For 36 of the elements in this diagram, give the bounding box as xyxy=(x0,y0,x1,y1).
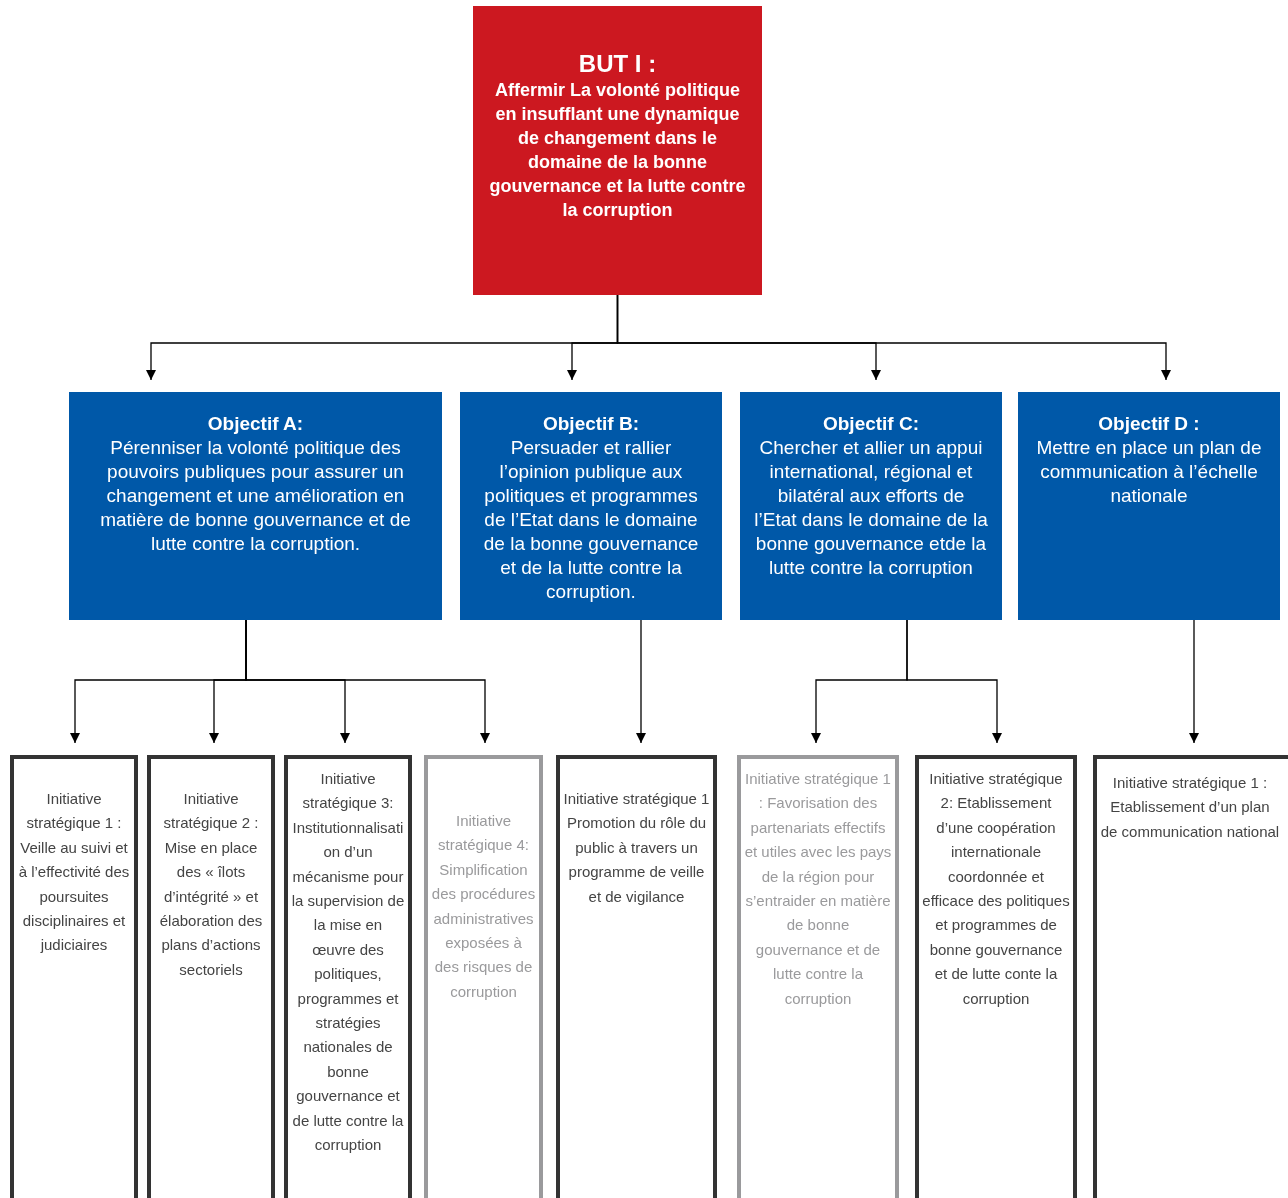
arrow xyxy=(616,294,1171,381)
box-heading: Objectif A: xyxy=(206,412,305,436)
box-text: Initiative stratégique 1 Promotion du rôle du public à travers un programme de veille et de vigilance xyxy=(563,789,710,907)
arrow xyxy=(245,619,490,744)
box-text: Initiative stratégique 1 : Veille au suivi et à l’effectivité des poursuites disciplinaires et judiciaires xyxy=(17,789,131,956)
initiative-box xyxy=(915,755,1077,1198)
box-text: Initiative stratégique 2: Etablissement d’une coopération internationale coordonnée et efficace des politiques et programmes de bonne gouvernance et de lutte conte la corruption xyxy=(922,769,1070,1009)
box-text: Affermir La volonté politique en insufflant une dynamique de changement dans le domaine de la bonne gouvernance et la lutte contre la corruption xyxy=(488,79,747,222)
arrow xyxy=(636,619,646,744)
box-text: Chercher et allier un appui international, régional et bilatéral aux efforts de l’Etat dans le domaine de la bonne gouvernance etde la lutte contre la corruption xyxy=(754,436,988,580)
box-text: Mettre en place un plan de communication à l’échelle nationale xyxy=(1035,436,1263,508)
box-heading: BUT I : xyxy=(577,50,658,78)
initiative-box xyxy=(147,755,275,1198)
box-text: Initiative stratégique 4: Simplification des procédures administratives exposées à des risques de corruption xyxy=(431,811,536,1002)
box-text: Initiative stratégique 1 : Etablissement d’un plan de communication national xyxy=(1100,773,1280,842)
objective-box xyxy=(740,392,1002,620)
initiative-box xyxy=(10,755,138,1198)
initiative-box xyxy=(737,755,899,1198)
initiative-box xyxy=(556,755,717,1198)
box-text: Initiative stratégique 1 : Favorisation des partenariats effectifs et utiles avec les pays de la région pour s’entraider en matière de bonne gouvernance et de lutte contre la corruption xyxy=(744,769,892,1009)
initiative-box xyxy=(424,755,543,1198)
box-text: Persuader et rallier l’opinion publique aux politiques et programmes de l’Etat dans le domaine de la bonne gouvernance et de la lutte contre la corruption. xyxy=(482,436,700,604)
box-heading: Objectif D : xyxy=(1097,412,1201,436)
objective-box xyxy=(69,392,442,620)
initiative-box xyxy=(1093,755,1288,1198)
box-heading: Objectif B: xyxy=(541,412,641,436)
goal-box xyxy=(473,6,762,295)
box-text: Pérenniser la volonté politique des pouvoirs publiques pour assurer un changement et une amélioration en matière de bonne gouvernance et de lutte contre la corruption. xyxy=(99,436,412,556)
objective-box xyxy=(1018,392,1280,620)
box-text: Initiative stratégique 2 : Mise en place des « îlots d’intégrité » et élaboration des plans d’actions sectoriels xyxy=(158,789,264,980)
arrow xyxy=(1189,619,1199,744)
arrow xyxy=(906,619,1002,744)
box-text: Initiative stratégique 3: Institutionnalisation d’un mécanisme pour la supervision de la mise en œuvre des politiques, programmes et stratégies nationales de bonne gouvernance et de lutte contre la corruption xyxy=(291,769,405,1156)
box-heading: Objectif C: xyxy=(821,412,921,436)
objective-box xyxy=(460,392,722,620)
initiative-box xyxy=(284,755,412,1198)
